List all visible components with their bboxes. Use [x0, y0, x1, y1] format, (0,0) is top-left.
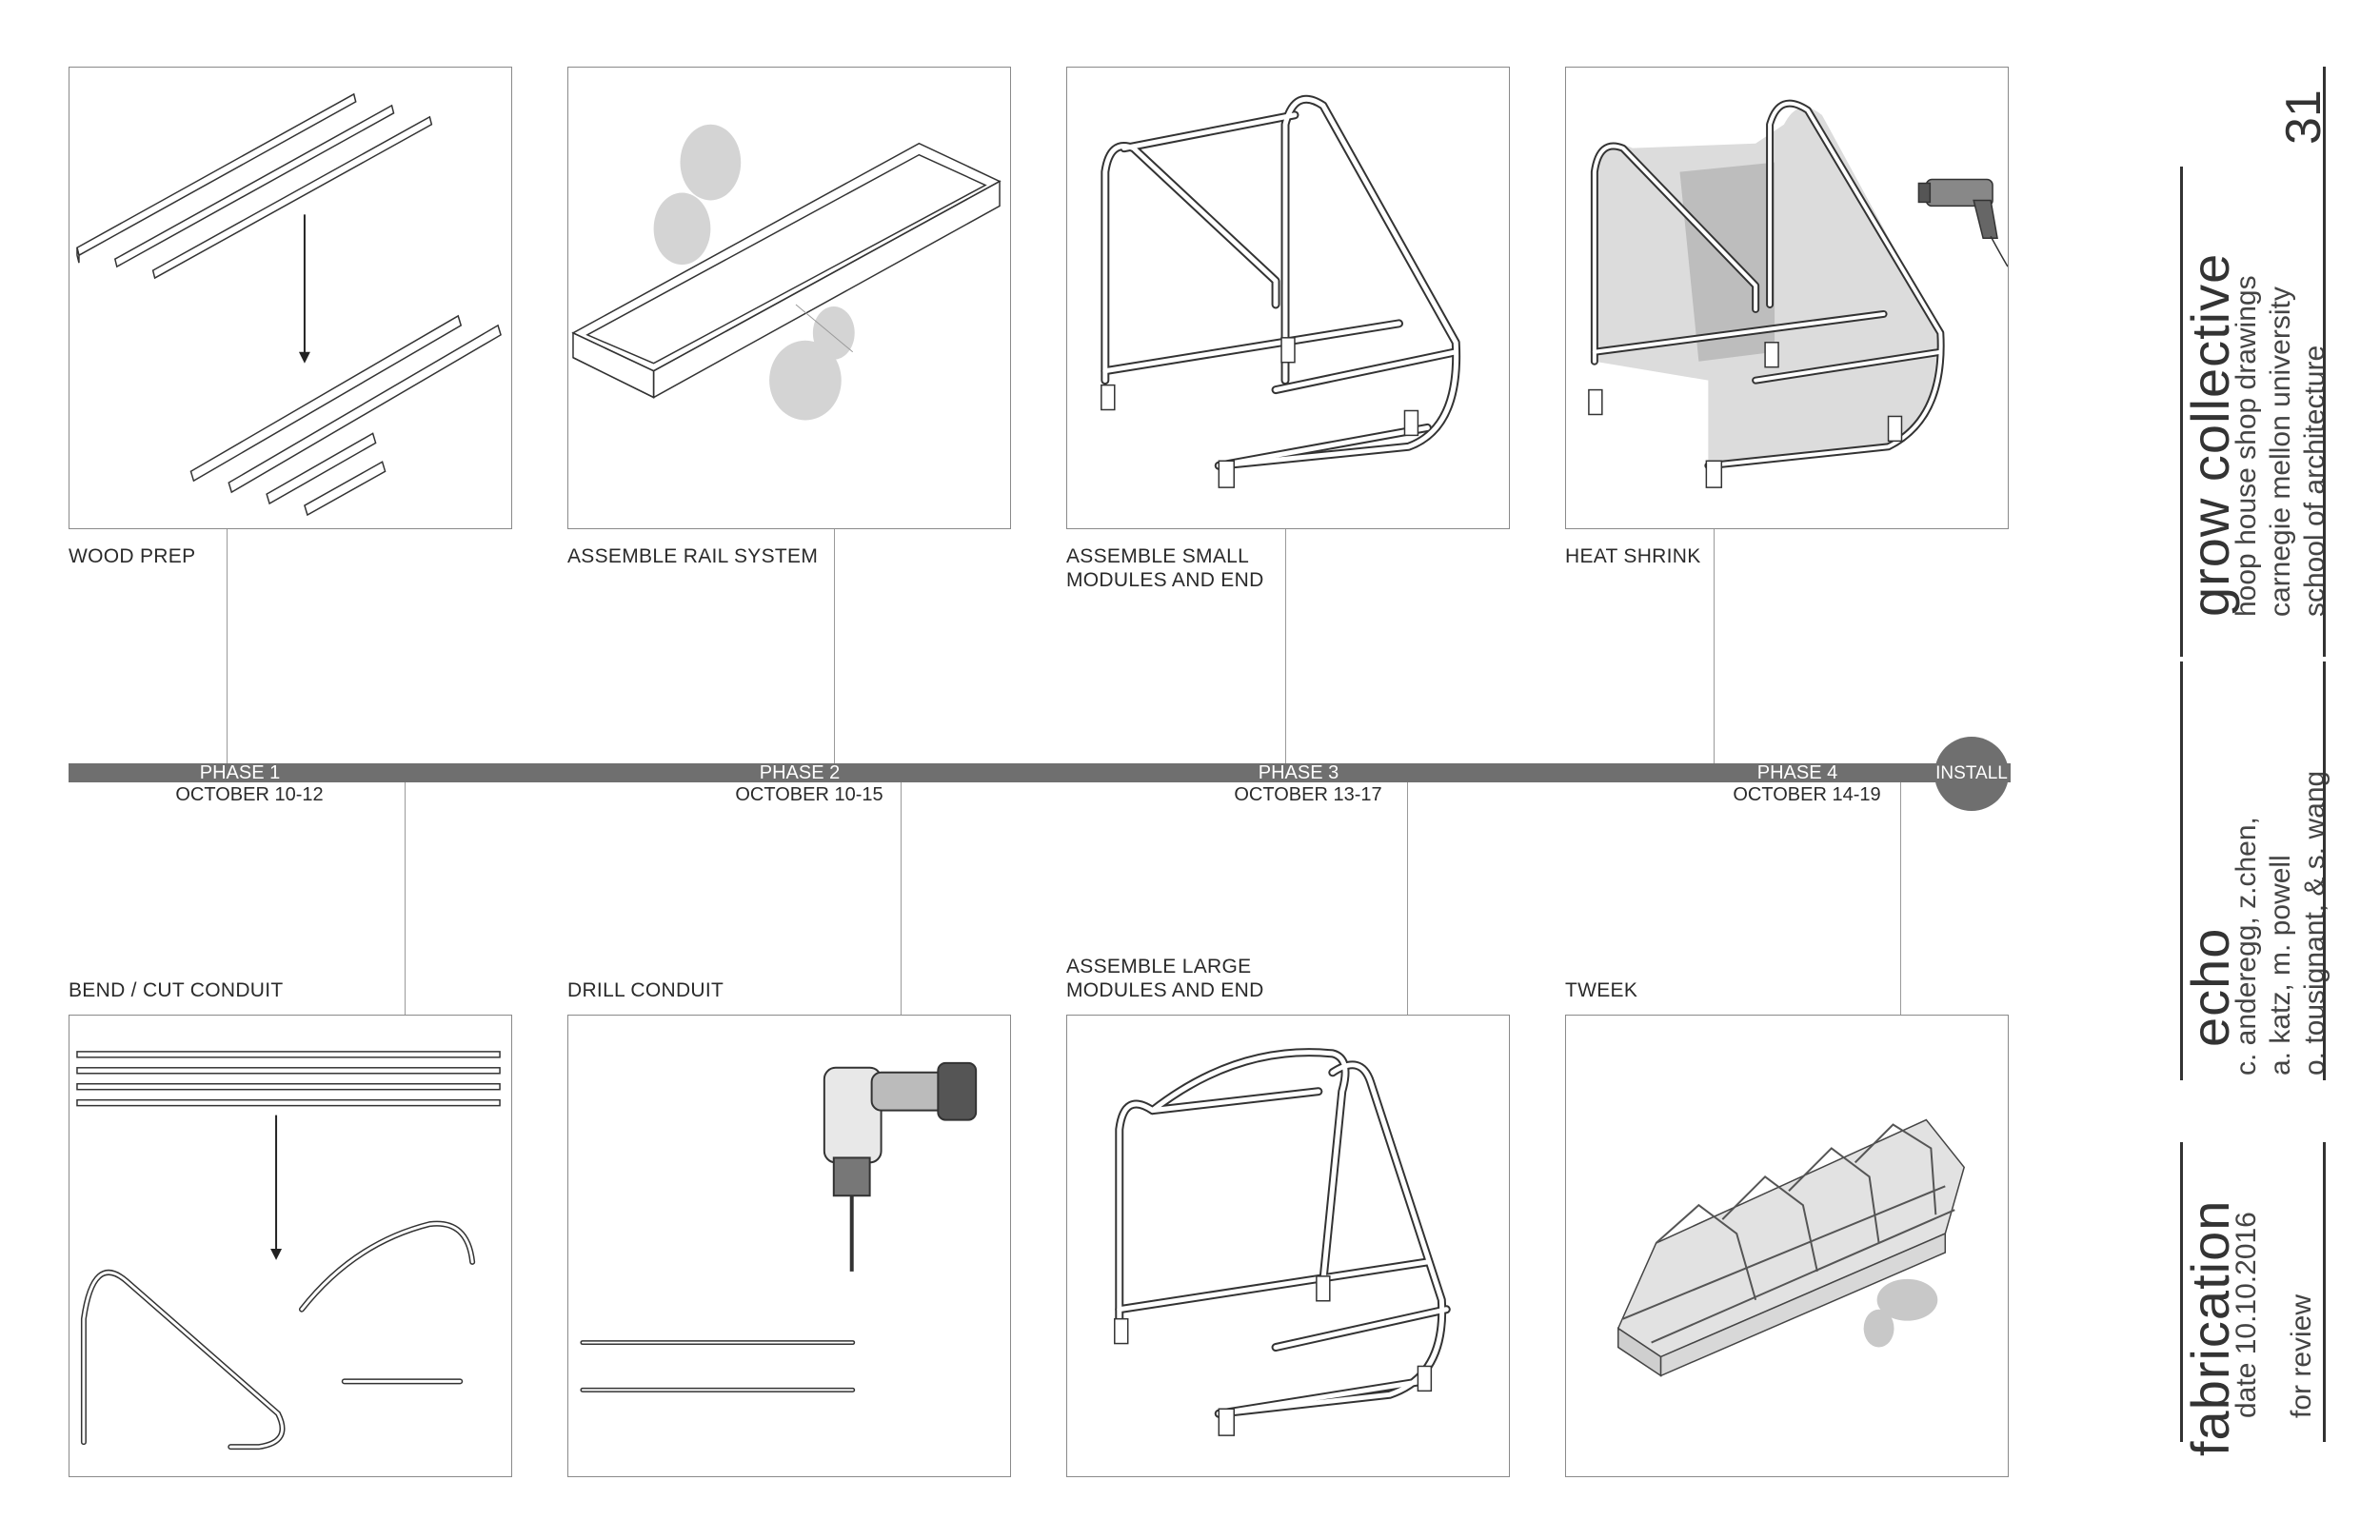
- team-members: c. anderegg, z.chen, a. katz, m. powell …: [2230, 771, 2332, 1076]
- small-module-drawing: [1101, 94, 1461, 488]
- label-line: MODULES AND END: [1066, 979, 1264, 1001]
- team-member-line: c. anderegg, z.chen,: [2231, 817, 2262, 1076]
- heat-gun-icon: [1863, 1278, 1938, 1348]
- project-details: hoop house shop drawings carnegie mellon…: [2230, 275, 2332, 617]
- label-drill-conduit: DRILL CONDUIT: [567, 979, 724, 1001]
- phase-1-label: PHASE 1: [199, 762, 281, 783]
- panel-assemble-large-modules: [1066, 1015, 1510, 1477]
- divider-line: [2323, 661, 2326, 1080]
- phase-3-label: PHASE 3: [1258, 762, 1339, 783]
- label-assemble-large-modules: ASSEMBLE LARGE MODULES AND END: [1066, 955, 1264, 1002]
- label-tweek: TWEEK: [1565, 979, 1638, 1001]
- team-member-line: a. katz, m. powell: [2265, 855, 2296, 1076]
- phase-2-dates: OCTOBER 10-15: [735, 784, 883, 805]
- divider-line: [2323, 1142, 2326, 1442]
- sheet-status-block: for review: [2285, 1294, 2319, 1418]
- drill-conduit-drawing: [580, 1061, 978, 1392]
- connector-line: [1407, 782, 1408, 1015]
- project-divider: [2180, 167, 2183, 657]
- large-module-drawing: [1114, 1048, 1451, 1436]
- connector-line: [834, 529, 835, 763]
- connector-line: [901, 782, 902, 1015]
- label-line: ASSEMBLE LARGE: [1066, 956, 1252, 977]
- project-line: school of architecture: [2299, 345, 2330, 617]
- divider-line: [2323, 167, 2326, 657]
- install-badge: INSTALL: [1934, 737, 2009, 811]
- divider-line: [2323, 67, 2326, 167]
- worker-silhouette-icon: [653, 124, 855, 421]
- panel-assemble-small-modules: [1066, 67, 1510, 529]
- heat-gun-icon: [1917, 178, 2008, 267]
- panel-drill-conduit: [567, 1015, 1011, 1477]
- team-divider: [2180, 661, 2183, 1080]
- label-heat-shrink: HEAT SHRINK: [1565, 545, 1701, 567]
- sheet-date: date 10.10.2016: [2231, 1212, 2262, 1418]
- phase-1-dates: OCTOBER 10-12: [175, 784, 324, 805]
- project-line: hoop house shop drawings: [2231, 275, 2262, 617]
- team-member-line: o. tousignant, & s. wang: [2299, 770, 2330, 1076]
- phase-4-label: PHASE 4: [1756, 762, 1838, 783]
- label-assemble-rail-system: ASSEMBLE RAIL SYSTEM: [567, 545, 819, 567]
- label-wood-prep: WOOD PREP: [69, 545, 196, 567]
- project-line: carnegie mellon university: [2265, 286, 2296, 617]
- connector-line: [405, 782, 406, 1015]
- label-bend-cut-conduit: BEND / CUT CONDUIT: [69, 979, 284, 1001]
- panel-wood-prep: [69, 67, 512, 529]
- conduit-drawing: [76, 1051, 501, 1451]
- connector-line: [1714, 529, 1715, 763]
- phase-2-label: PHASE 2: [759, 762, 841, 783]
- panel-heat-shrink: [1565, 67, 2009, 529]
- panel-assemble-rail-system: [567, 67, 1011, 529]
- connector-line: [1285, 529, 1286, 763]
- panel-tweek: [1565, 1015, 2009, 1477]
- sheet-date-block: date 10.10.2016: [2230, 1212, 2264, 1418]
- heat-shrink-drawing: [1588, 99, 2008, 488]
- label-line: ASSEMBLE SMALL: [1066, 545, 1250, 567]
- sheet-status: for review: [2286, 1293, 2317, 1418]
- label-line: MODULES AND END: [1066, 569, 1264, 591]
- power-drill-icon: [823, 1061, 978, 1272]
- rail-system-drawing: [571, 124, 1002, 421]
- phase-3-dates: OCTOBER 13-17: [1234, 784, 1382, 805]
- timeline-bar: [69, 763, 2011, 782]
- phase-4-dates: OCTOBER 14-19: [1733, 784, 1881, 805]
- label-assemble-small-modules: ASSEMBLE SMALL MODULES AND END: [1066, 544, 1264, 592]
- wood-prep-drawing: [76, 92, 502, 517]
- sheet-divider: [2180, 1142, 2183, 1442]
- assembled-hoop-house-drawing: [1616, 1118, 1966, 1377]
- connector-line: [227, 529, 228, 763]
- panel-bend-cut-conduit: [69, 1015, 512, 1477]
- connector-line: [1900, 782, 1901, 1015]
